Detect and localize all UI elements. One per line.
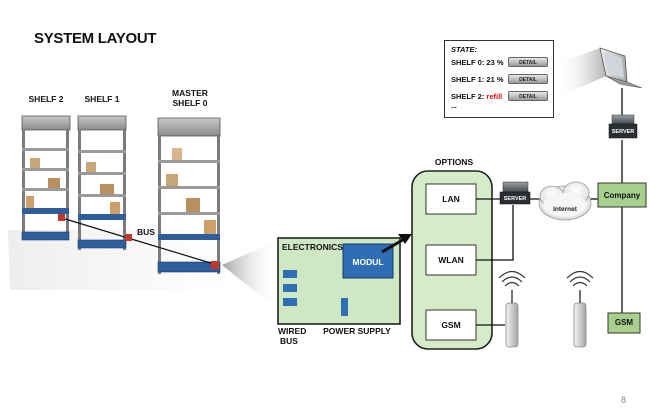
modul-arrow bbox=[381, 236, 407, 254]
electronics-board bbox=[277, 237, 401, 325]
wlan-box bbox=[425, 244, 477, 276]
network-lines bbox=[476, 140, 623, 326]
shelf-2-rack bbox=[21, 115, 71, 241]
lan-label: LAN bbox=[442, 194, 460, 204]
server-top-label: SERVER bbox=[611, 129, 635, 135]
refill-status: refill bbox=[486, 92, 503, 101]
state-row-shelf-2-prefix: SHELF 2: bbox=[451, 92, 487, 101]
state-row-shelf-1: SHELF 1: 21 % bbox=[451, 75, 504, 84]
bus-wiring bbox=[58, 214, 219, 269]
laptop-icon bbox=[599, 47, 643, 89]
wired-label-line1: WIRED bbox=[278, 326, 307, 336]
wireless-device-left bbox=[498, 270, 526, 348]
internet-cloud bbox=[538, 181, 592, 221]
server-middle bbox=[499, 181, 531, 205]
bus-label: BUS bbox=[137, 227, 155, 237]
state-ellipsis: ... bbox=[451, 103, 457, 110]
options-label: OPTIONS bbox=[434, 157, 474, 167]
internet-label: Internet bbox=[553, 206, 577, 213]
shelf-2-label: SHELF 2 bbox=[28, 94, 64, 104]
server-label: SERVER bbox=[503, 196, 527, 202]
master-shelf-label: MASTER SHELF 0 bbox=[166, 88, 214, 108]
floor-shadow bbox=[8, 230, 230, 290]
zoom-beam bbox=[222, 240, 278, 310]
electronics-label: ELECTRONICS bbox=[282, 242, 343, 252]
master-label-line1: MASTER bbox=[172, 88, 208, 98]
detail-button-shelf-0[interactable]: DETAIL bbox=[508, 57, 548, 67]
gsm-right-box bbox=[607, 312, 641, 334]
detail-button-shelf-1[interactable]: DETAIL bbox=[508, 74, 548, 84]
state-panel: STATE: SHELF 0: 23 % DETAIL SHELF 1: 21 … bbox=[444, 40, 554, 118]
state-row-shelf-2: SHELF 2: refill bbox=[451, 92, 502, 101]
wireless-device-right bbox=[566, 270, 594, 348]
modul-arrow-head bbox=[398, 234, 412, 244]
state-beam bbox=[556, 48, 606, 98]
page-title: SYSTEM LAYOUT bbox=[34, 30, 157, 47]
page-number: 8 bbox=[620, 395, 626, 405]
state-title: STATE: bbox=[451, 45, 477, 54]
gsm-box bbox=[425, 309, 477, 341]
gsm-option-label: GSM bbox=[441, 320, 461, 330]
shelf-1-rack bbox=[77, 115, 127, 250]
master-shelf-0-rack bbox=[157, 117, 221, 274]
modul-label: MODUL bbox=[352, 257, 384, 267]
wired-bus-label: WIRED BUS bbox=[278, 326, 307, 346]
wired-label-line2: BUS bbox=[280, 336, 298, 346]
master-label-line2: SHELF 0 bbox=[172, 98, 208, 108]
company-label: Company bbox=[603, 191, 641, 200]
gsm-right-label: GSM bbox=[614, 318, 634, 327]
detail-button-shelf-2[interactable]: DETAIL bbox=[508, 91, 548, 101]
wlan-label: WLAN bbox=[438, 255, 464, 265]
company-box bbox=[597, 182, 647, 208]
shelf-1-label: SHELF 1 bbox=[84, 94, 120, 104]
state-row-shelf-0: SHELF 0: 23 % bbox=[451, 58, 504, 67]
server-top bbox=[608, 114, 638, 139]
power-supply-label: POWER SUPPLY bbox=[323, 326, 391, 336]
